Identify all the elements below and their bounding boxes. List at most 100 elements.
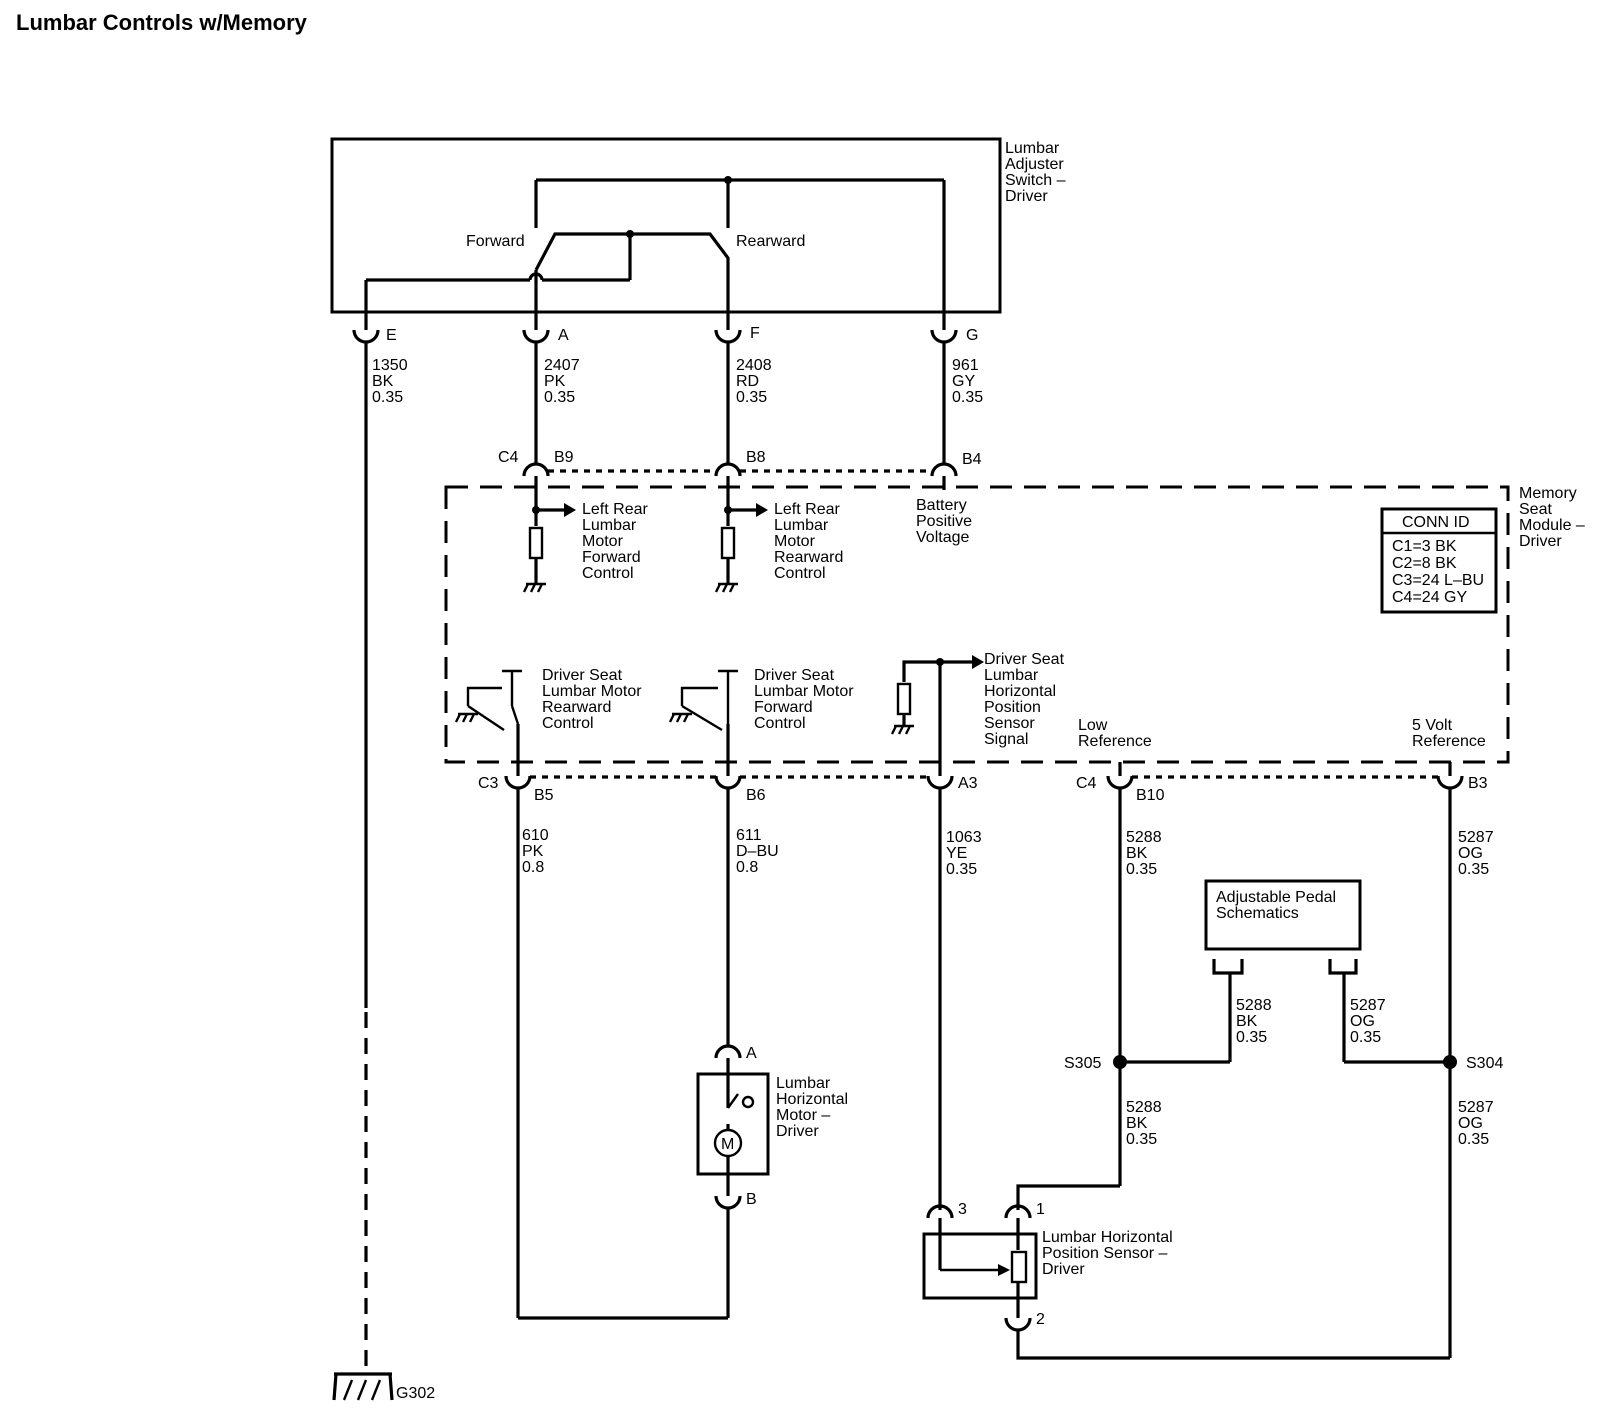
- svg-text:Driver: Driver: [1519, 533, 1562, 550]
- seat-rearward-control-switch: [454, 669, 522, 776]
- svg-text:Control: Control: [582, 565, 634, 582]
- motor-name-label: Lumbar Horizontal Motor – Driver: [776, 1075, 848, 1140]
- switch-rearward-label: Rearward: [736, 233, 805, 250]
- svg-text:2407: 2407: [544, 357, 580, 374]
- pin-a3-label: A3: [958, 775, 978, 792]
- svg-text:C3=24 L–BU: C3=24 L–BU: [1392, 572, 1484, 589]
- svg-text:Motor: Motor: [774, 533, 816, 550]
- sensor-pin-1: 1: [1036, 1201, 1045, 1218]
- svg-text:5 Volt: 5 Volt: [1412, 717, 1453, 734]
- svg-text:Adjuster: Adjuster: [1005, 156, 1064, 173]
- svg-text:2408: 2408: [736, 357, 772, 374]
- pin-b10-label: B10: [1136, 787, 1165, 804]
- svg-text:0.35: 0.35: [1236, 1029, 1267, 1046]
- svg-text:Motor: Motor: [582, 533, 624, 550]
- wire-961-label: 961 GY 0.35: [952, 357, 983, 406]
- svg-text:Driver Seat: Driver Seat: [754, 667, 835, 684]
- svg-text:0.35: 0.35: [544, 389, 575, 406]
- wire-2408-label: 2408 RD 0.35: [736, 357, 772, 406]
- left-rear-rearward-control-circuit: [714, 476, 768, 593]
- ground-g302-label: G302: [396, 1385, 435, 1402]
- pin-g-label: G: [966, 327, 978, 344]
- svg-text:Driver: Driver: [1005, 188, 1048, 205]
- svg-text:0.35: 0.35: [1458, 861, 1489, 878]
- switch-connector-pins: [352, 329, 958, 344]
- ground-wire: [332, 342, 394, 1401]
- splice-s304-label: S304: [1466, 1055, 1503, 1072]
- svg-text:Lumbar Horizontal: Lumbar Horizontal: [1042, 1229, 1173, 1246]
- svg-text:Positive: Positive: [916, 513, 972, 530]
- svg-text:BK: BK: [1236, 1013, 1258, 1030]
- svg-text:OG: OG: [1350, 1013, 1375, 1030]
- module-name-label: Memory Seat Module – Driver: [1519, 485, 1585, 550]
- svg-text:611: 611: [736, 827, 762, 844]
- svg-text:Position: Position: [984, 699, 1041, 716]
- svg-text:Reference: Reference: [1412, 733, 1486, 750]
- svg-text:Horizontal: Horizontal: [776, 1091, 848, 1108]
- wire-5288-label: 5288 BK 0.35: [1126, 829, 1162, 878]
- wire-610-label: 610 PK 0.8: [522, 827, 549, 876]
- motor-pin-b: B: [746, 1191, 757, 1208]
- svg-text:OG: OG: [1458, 845, 1483, 862]
- sensor-name-label: Lumbar Horizontal Position Sensor – Driv…: [1042, 1229, 1173, 1278]
- switch-to-module-wires: [534, 342, 946, 464]
- svg-text:Battery: Battery: [916, 497, 967, 514]
- wire-5287-label: 5287 OG 0.35: [1458, 829, 1494, 878]
- svg-text:Driver Seat: Driver Seat: [542, 667, 623, 684]
- pedal-wire-5288-label: 5288 BK 0.35: [1236, 997, 1272, 1046]
- low-reference-wires: [1016, 788, 1232, 1210]
- left-rear-forward-control-circuit: [522, 476, 576, 593]
- svg-text:Rearward: Rearward: [774, 549, 843, 566]
- svg-text:961: 961: [952, 357, 979, 374]
- svg-text:D–BU: D–BU: [736, 843, 779, 860]
- module-top-connector: [522, 462, 958, 477]
- svg-text:5288: 5288: [1236, 997, 1272, 1014]
- svg-text:Switch –: Switch –: [1005, 172, 1066, 189]
- svg-text:Reference: Reference: [1078, 733, 1152, 750]
- svg-text:5288: 5288: [1126, 829, 1162, 846]
- pin-f-label: F: [750, 325, 760, 342]
- svg-text:BK: BK: [1126, 1115, 1148, 1132]
- svg-text:5288: 5288: [1126, 1099, 1162, 1116]
- pin-b3-label: B3: [1468, 775, 1488, 792]
- svg-text:5287: 5287: [1458, 829, 1494, 846]
- wire-611-label: 611 D–BU 0.8: [736, 827, 779, 876]
- svg-text:GY: GY: [952, 373, 975, 390]
- pin-b6-label: B6: [746, 787, 766, 804]
- switch-name-label: Lumbar Adjuster Switch – Driver: [1005, 140, 1066, 205]
- svg-text:0.35: 0.35: [1350, 1029, 1381, 1046]
- seat-forward-control-switch: [668, 669, 738, 776]
- svg-text:Signal: Signal: [984, 731, 1028, 748]
- svg-text:Horizontal: Horizontal: [984, 683, 1056, 700]
- svg-text:YE: YE: [946, 845, 967, 862]
- svg-text:Sensor: Sensor: [984, 715, 1035, 732]
- lumbar-adjuster-switch-box: [330, 137, 1002, 314]
- sensor-pin-3: 3: [958, 1201, 967, 1218]
- svg-text:Seat: Seat: [1519, 501, 1552, 518]
- svg-text:1063: 1063: [946, 829, 982, 846]
- pin-a-label: A: [558, 327, 569, 344]
- svg-text:0.35: 0.35: [372, 389, 403, 406]
- svg-text:C4=24 GY: C4=24 GY: [1392, 589, 1467, 606]
- lumbar-motor-component: [696, 1044, 770, 1210]
- wire-5287-lower-label: 5287 OG 0.35: [1458, 1099, 1494, 1148]
- svg-text:PK: PK: [544, 373, 566, 390]
- wire-5288-lower-label: 5288 BK 0.35: [1126, 1099, 1162, 1148]
- svg-text:0.35: 0.35: [1458, 1131, 1489, 1148]
- svg-text:Motor –: Motor –: [776, 1107, 830, 1124]
- conn-id-table: CONN ID C1=3 BK C2=8 BK C3=24 L–BU C4=24…: [1380, 507, 1498, 614]
- svg-text:0.35: 0.35: [952, 389, 983, 406]
- svg-text:BK: BK: [372, 373, 394, 390]
- wire-1350-label: 1350 BK 0.35: [372, 357, 408, 406]
- svg-text:Forward: Forward: [582, 549, 641, 566]
- svg-text:0.35: 0.35: [1126, 861, 1157, 878]
- svg-text:Lumbar: Lumbar: [776, 1075, 831, 1092]
- svg-text:Lumbar Motor: Lumbar Motor: [754, 683, 854, 700]
- svg-text:Position Sensor –: Position Sensor –: [1042, 1245, 1168, 1262]
- five-volt-reference-wires: [1016, 788, 1457, 1360]
- svg-text:C2=8 BK: C2=8 BK: [1392, 555, 1457, 572]
- svg-text:Adjustable Pedal: Adjustable Pedal: [1216, 889, 1336, 906]
- sensor-pin-2: 2: [1036, 1311, 1045, 1328]
- left-rear-rearward-label: Left Rear Lumbar Motor Rearward Control: [774, 501, 843, 582]
